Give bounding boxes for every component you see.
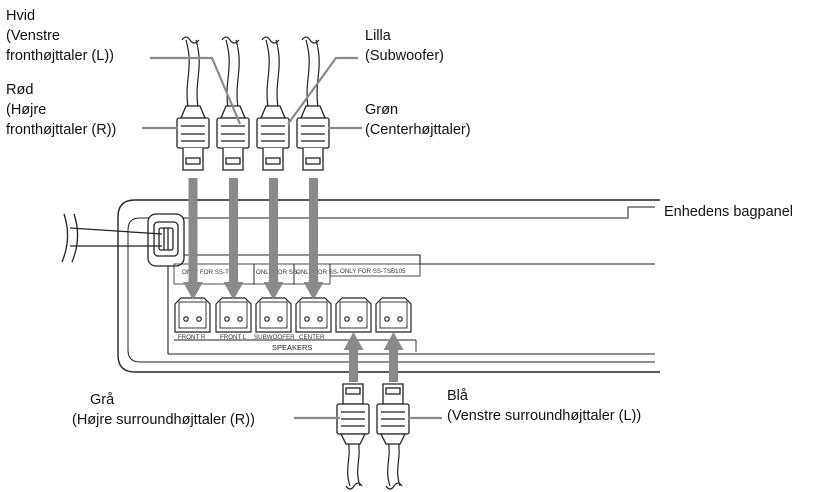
group-label-surround: ONLY FOR SS-TSB105 xyxy=(340,268,406,275)
label-blue-color: Blå xyxy=(447,388,469,404)
connection-arrows xyxy=(183,178,404,382)
plugs-top xyxy=(176,36,330,171)
label-red-speaker2: fronthøjttaler (R)) xyxy=(6,122,116,138)
plug-white xyxy=(216,105,250,171)
leader-purple xyxy=(287,56,358,125)
label-red-color: Rød xyxy=(6,82,33,98)
cable-clamp xyxy=(147,213,185,267)
label-white-speaker: (Venstre xyxy=(6,28,60,44)
wires-top xyxy=(181,36,320,109)
label-rear-panel: Enhedens bagpanel xyxy=(664,204,793,220)
terminal-label-subwoofer: SUBWOOFER xyxy=(254,334,295,341)
plugs-bottom xyxy=(336,383,410,490)
label-red-speaker: (Højre xyxy=(6,102,46,118)
arrow-center xyxy=(303,178,324,300)
plug-red xyxy=(176,105,210,171)
label-purple-speaker: (Subwoofer) xyxy=(365,48,444,64)
unit-rear-panel xyxy=(117,199,660,373)
power-cable xyxy=(61,213,163,263)
terminal-label-front-l: FRONT L xyxy=(220,334,247,341)
label-green-speaker: (Centerhøjttaler) xyxy=(365,122,471,138)
plug-purple xyxy=(256,105,290,171)
arrow-surround-l xyxy=(383,332,404,382)
wires-bottom xyxy=(345,439,403,490)
label-gray-speaker: (Højre surroundhøjttaler (R)) xyxy=(72,412,255,428)
arrow-surround-r xyxy=(343,332,364,382)
leader-lines xyxy=(142,56,442,420)
label-gray-color: Grå xyxy=(90,392,115,408)
terminal-subwoofer[interactable] xyxy=(255,297,292,333)
label-purple-color: Lilla xyxy=(365,28,392,44)
terminal-front-r[interactable] xyxy=(174,297,211,333)
arrow-subwoofer xyxy=(263,178,284,300)
speakers-label: SPEAKERS xyxy=(272,343,312,352)
plug-gray xyxy=(336,383,370,445)
arrow-front-l xyxy=(223,178,244,300)
group-label-front: ONLY FOR SS-TS xyxy=(182,269,233,276)
plug-blue xyxy=(376,383,410,445)
terminal-front-l[interactable] xyxy=(215,297,252,333)
arrow-front-r xyxy=(183,178,203,300)
label-white-color: Hvid xyxy=(6,8,35,24)
label-white-speaker2: fronthøjttaler (L)) xyxy=(6,48,114,64)
label-blue-speaker: (Venstre surroundhøjttaler (L)) xyxy=(447,408,641,424)
speaker-terminals xyxy=(174,297,412,333)
leader-white xyxy=(150,56,242,125)
terminal-center[interactable] xyxy=(295,297,332,333)
label-green-color: Grøn xyxy=(365,102,398,118)
terminal-label-center: CENTER xyxy=(299,334,325,341)
terminal-surround-r[interactable] xyxy=(335,297,372,333)
plug-green xyxy=(296,105,330,171)
terminal-label-front-r: FRONT R xyxy=(178,334,206,341)
terminal-surround-l[interactable] xyxy=(375,297,412,333)
